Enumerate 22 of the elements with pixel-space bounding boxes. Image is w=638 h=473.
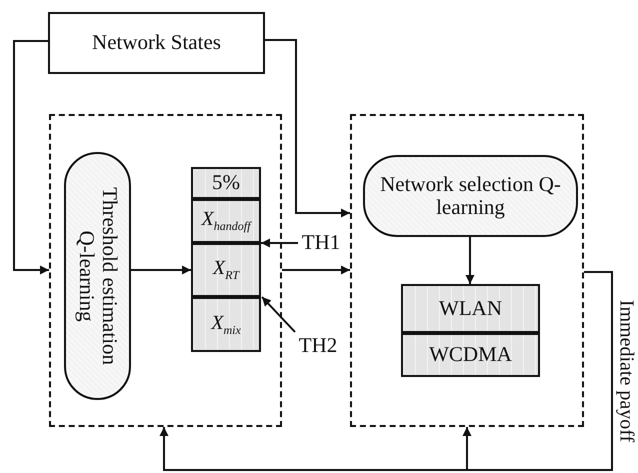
arrow: [131, 266, 191, 274]
arrow: [265, 39, 350, 218]
threshold-label: TH2: [295, 332, 341, 360]
arrow: [261, 238, 298, 248]
table-cell: X$_{handoff}$: [191, 199, 261, 243]
table-cell: WCDMA: [401, 333, 540, 377]
edge-label: Immediate payoff: [614, 300, 638, 442]
arrow: [282, 266, 350, 274]
dashed-group-box: [49, 114, 282, 427]
arrow: [462, 271, 613, 471]
dashed-group-box: [350, 114, 584, 427]
threshold-label: TH1: [298, 230, 344, 256]
arrow: [13, 40, 49, 274]
process-pill: Threshold estimation Q-learning: [64, 152, 131, 400]
arrow: [261, 296, 296, 333]
arrow: [466, 237, 474, 284]
process-pill: Network selection Q-learning: [363, 155, 578, 237]
table-cell: WLAN: [401, 284, 540, 333]
table-cell: 5%: [191, 167, 261, 199]
table-cell: X$_{mix}$: [191, 297, 261, 352]
table-cell: X$_{RT}$: [191, 243, 261, 297]
process-box: Network States: [48, 12, 265, 74]
